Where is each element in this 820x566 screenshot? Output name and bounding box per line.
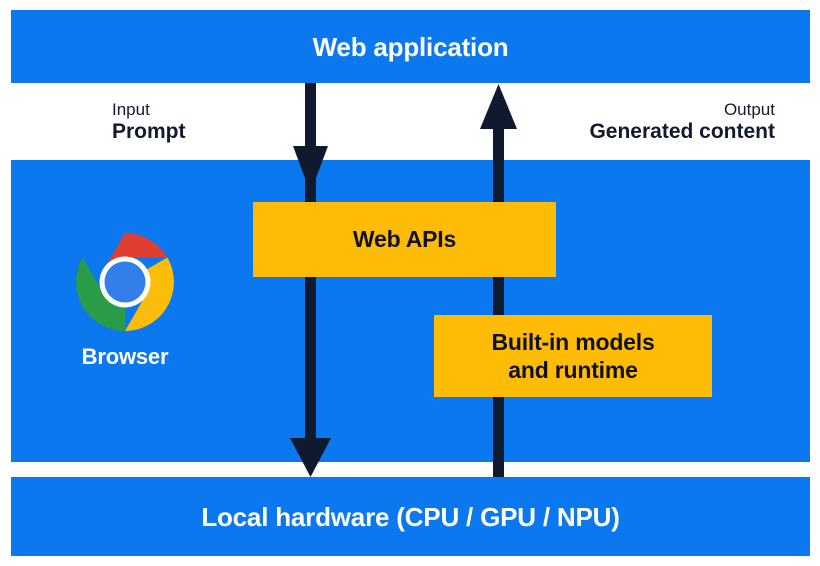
layer-web-application: Web application [11, 10, 810, 83]
component-builtin-models: Built-in models and runtime [434, 315, 712, 397]
annotation-output-kicker: Output [723, 100, 775, 119]
layer-browser-label: Browser [81, 344, 169, 369]
layer-local-hardware-label: Local hardware (CPU / GPU / NPU) [201, 501, 620, 532]
chrome-logo-icon [76, 233, 174, 331]
annotation-input: Input Prompt [112, 100, 186, 145]
annotation-output: Output Generated content [589, 100, 775, 145]
annotation-input-value: Prompt [112, 120, 186, 144]
annotation-output-value: Generated content [589, 120, 775, 144]
component-web-apis: Web APIs [253, 202, 556, 277]
layer-web-application-label: Web application [312, 31, 509, 62]
layer-local-hardware: Local hardware (CPU / GPU / NPU) [11, 477, 810, 556]
component-web-apis-label: Web APIs [352, 226, 457, 253]
browser-identity: Browser [74, 232, 176, 370]
component-builtin-models-label: Built-in models and runtime [491, 328, 655, 383]
annotation-input-kicker: Input [112, 100, 150, 119]
